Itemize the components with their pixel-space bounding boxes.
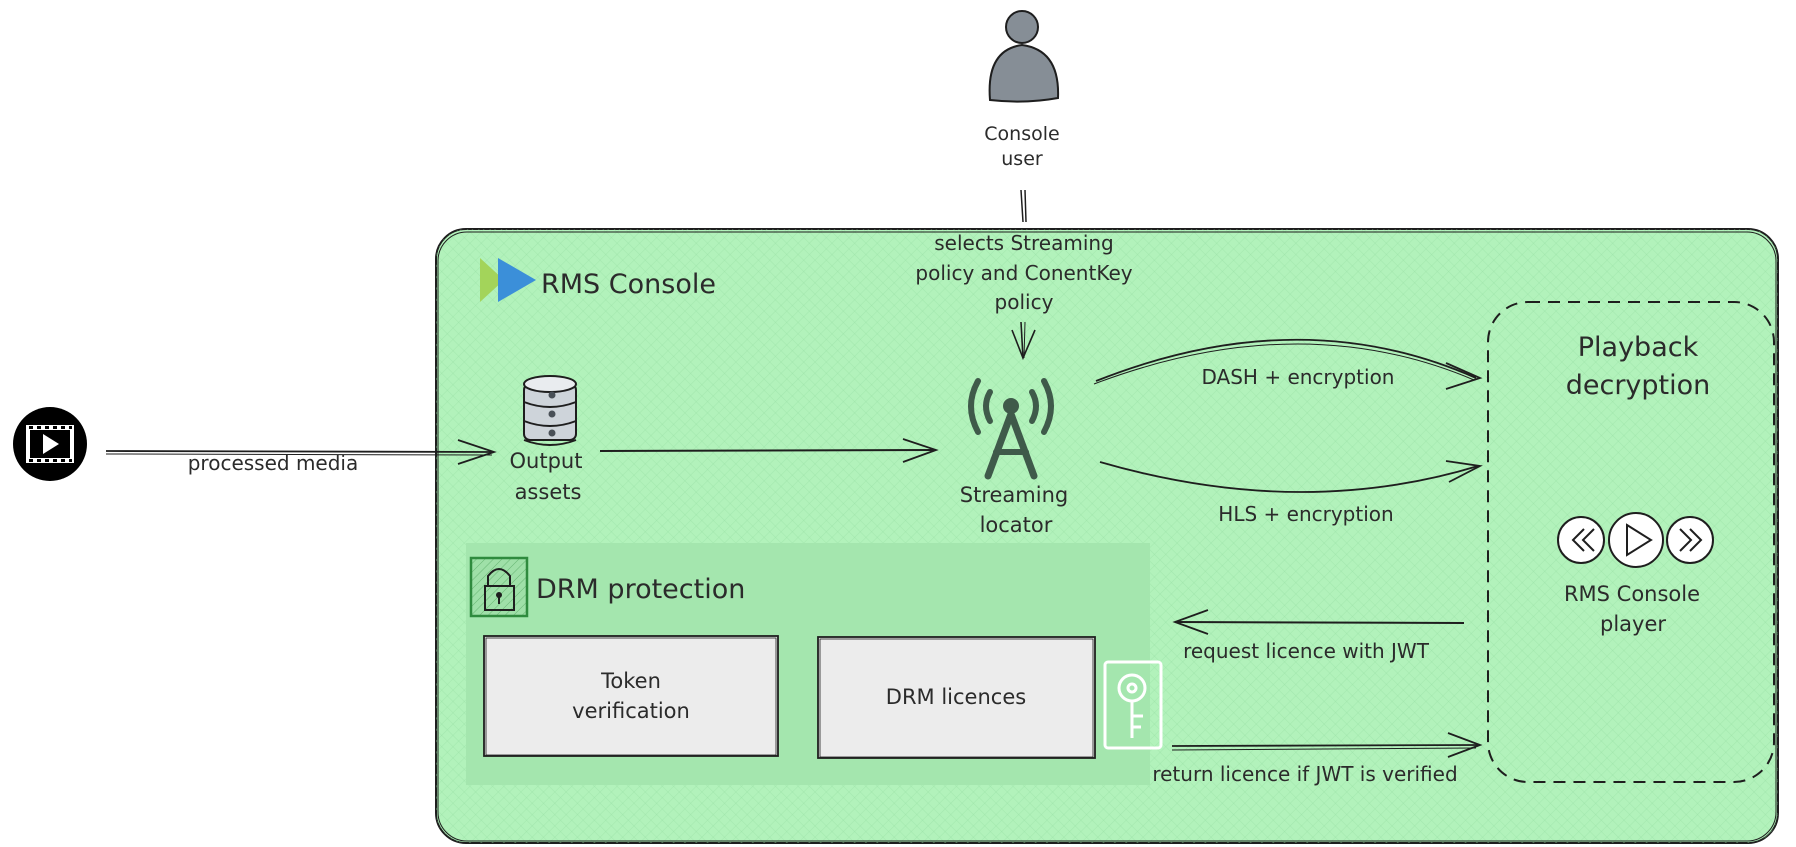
user-label-line2: user [1001,148,1043,170]
user-connector [1020,189,1024,223]
drm-licences-box [817,636,1096,759]
streaming-locator-line1: Streaming [960,483,1068,507]
edge-dash [1093,338,1483,390]
token-verification-line2: verification [572,699,690,723]
database-icon [523,375,577,446]
edge-return-licence [1171,732,1483,758]
player-label-line2: player [1600,612,1666,636]
playback-decryption-box [1487,301,1775,783]
edge-label-selects-line1: selects Streaming [934,231,1114,255]
player-label-line1: RMS Console [1564,582,1700,606]
edge-hls [1099,460,1483,493]
edge-processed-media [105,439,497,465]
token-verification-box [483,635,779,757]
console-user: Console user [984,10,1060,223]
edge-label-hls: HLS + encryption [1218,502,1393,526]
edge-label-selects-line2: policy and ConentKey [915,261,1132,285]
drm-licences-label: DRM licences [886,685,1026,709]
edge-output-to-locator [599,438,939,463]
edge-request-licence [1172,609,1465,635]
key-card-icon [1103,660,1163,750]
edge-label-request: request licence with JWT [1183,639,1430,663]
edge-label-processed-media: processed media [188,451,359,475]
person-icon [988,10,1060,103]
output-assets-line1: Output [510,449,583,473]
edge-label-dash: DASH + encryption [1202,365,1395,389]
user-label-line1: Console [984,123,1059,145]
film-play-icon [13,407,87,481]
output-assets-line2: assets [515,480,582,504]
padlock-icon [469,556,529,618]
rms-logo-icon [480,258,536,302]
edge-label-return: return licence if JWT is verified [1152,762,1457,786]
token-verification-line1: Token [600,669,661,693]
playback-title-line1: Playback [1578,332,1699,363]
console-title: RMS Console [541,269,716,300]
drm-title: DRM protection [536,574,745,605]
antenna-tower-icon [968,378,1054,480]
edge-label-selects-line3: policy [995,290,1054,314]
edge-user-to-locator [1011,321,1036,361]
media-controls-icon [1557,512,1714,568]
streaming-locator-line2: locator [980,513,1053,537]
playback-title-line2: decryption [1566,370,1711,401]
